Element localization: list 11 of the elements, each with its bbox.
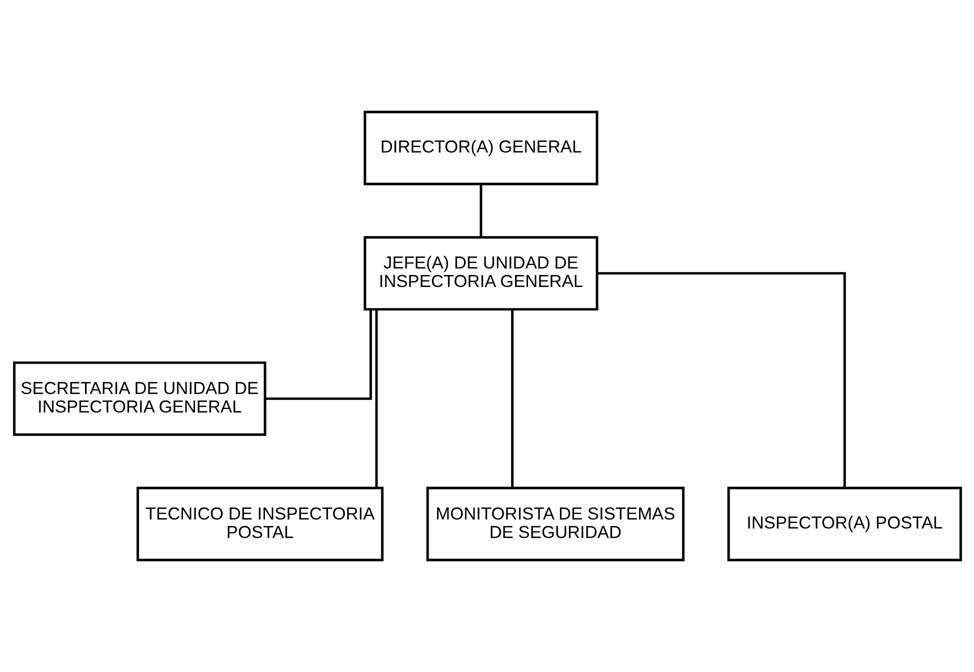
node-box: INSPECTOR(A) POSTAL [726, 486, 962, 562]
node-box: DIRECTOR(A) GENERAL [363, 110, 598, 186]
node-box: TECNICO DE INSPECTORIA POSTAL [136, 486, 384, 562]
connector [510, 310, 514, 488]
connector [264, 310, 372, 400]
connector [479, 184, 482, 238]
connector [596, 272, 846, 488]
connector [374, 310, 378, 488]
node-box: JEFE(A) DE UNIDAD DE INSPECTORIA GENERAL [363, 236, 598, 311]
node-box: SECRETARIA DE UNIDAD DE INSPECTORIA GENERAL [12, 361, 266, 436]
node-box: MONITORISTA DE SISTEMAS DE SEGURIDAD [426, 486, 684, 562]
